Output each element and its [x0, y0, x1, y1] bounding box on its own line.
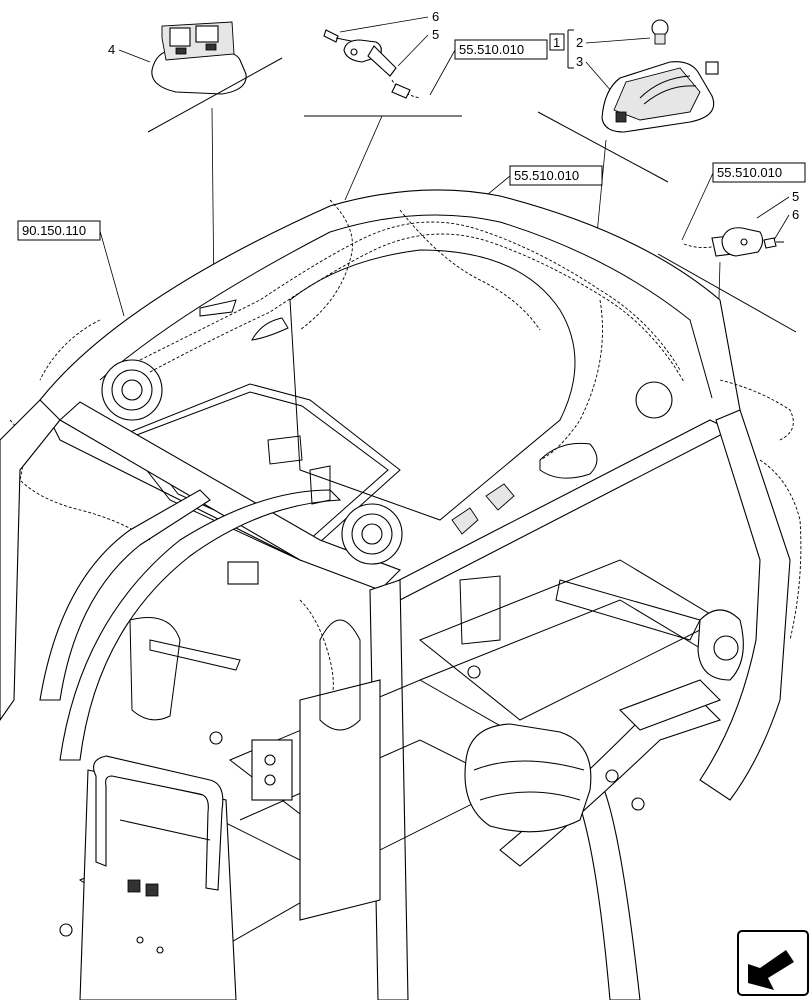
- kit-number: 1: [553, 35, 560, 50]
- callout-item-6-top: 6: [339, 9, 439, 33]
- reference-mid-text: 55.510.010: [514, 168, 579, 183]
- cab-roof: [39, 189, 741, 601]
- view-line-left: [147, 57, 283, 133]
- lamp-holder-top-part: [323, 29, 421, 99]
- leader-lamp-top: [344, 115, 383, 201]
- callout-label-5-right: 5: [792, 189, 799, 204]
- dome-lamp-part: [601, 19, 719, 133]
- reference-left-text: 90.150.110: [22, 223, 86, 238]
- next-page-arrow-icon[interactable]: [737, 930, 809, 996]
- callout-item-4: 4: [108, 42, 151, 63]
- callout-item-5-top: 5: [397, 27, 439, 67]
- lamp-holder-right-part: [683, 227, 784, 257]
- callout-item-6-right: 6: [773, 207, 799, 241]
- reference-box-right[interactable]: 55.510.010: [681, 162, 806, 241]
- kit-bracket-group: 1 2 3: [549, 29, 651, 93]
- view-line-dome: [537, 111, 669, 183]
- reference-box-top[interactable]: 55.510.010: [429, 39, 548, 96]
- cab-floor: [78, 559, 722, 961]
- reference-right-text: 55.510.010: [717, 165, 782, 180]
- callout-label-4: 4: [108, 42, 115, 57]
- callout-label-3: 3: [576, 54, 583, 69]
- cab-interior-details: [129, 435, 744, 745]
- wiring-harness: [9, 199, 802, 721]
- switch-panel-part: [151, 21, 247, 95]
- callout-label-5-top: 5: [432, 27, 439, 42]
- view-line-right: [657, 253, 797, 333]
- reference-box-left[interactable]: 90.150.110: [17, 220, 125, 317]
- callout-label-6-top: 6: [432, 9, 439, 24]
- callout-label-2: 2: [576, 35, 583, 50]
- rear-panel: [59, 755, 237, 1000]
- callout-label-6-right: 6: [792, 207, 799, 222]
- operator-seat: [464, 723, 592, 833]
- reference-top-text: 55.510.010: [459, 42, 524, 57]
- callout-item-5-right: 5: [756, 189, 799, 219]
